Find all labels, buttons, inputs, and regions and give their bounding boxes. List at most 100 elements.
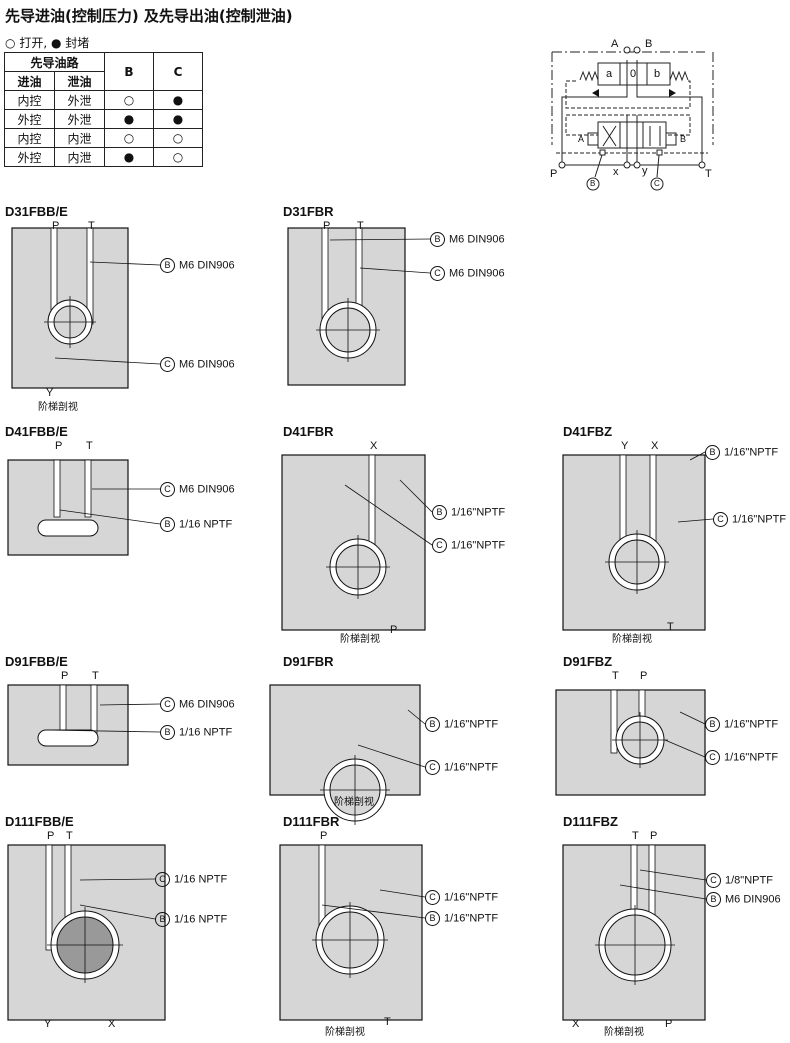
valve-section-drawing <box>7 684 161 766</box>
cell-b: ● <box>104 147 154 167</box>
cell-in: 内控 <box>4 128 55 148</box>
plug-spec: M6 DIN906 <box>179 358 235 371</box>
leader-line <box>379 889 426 898</box>
port-label: T <box>88 220 95 232</box>
cell-out: 外泄 <box>54 90 105 110</box>
section-title: D111FBZ <box>563 814 618 829</box>
leader-line <box>321 904 426 919</box>
schematic-port-b: B <box>645 38 653 50</box>
schematic-position-0: 0 <box>630 68 637 80</box>
plug-letter-circle: B <box>430 232 445 247</box>
leader-line <box>399 479 433 513</box>
section-title: D111FBR <box>283 814 340 829</box>
plug-letter-circle: C <box>713 512 728 527</box>
plug-spec: 1/16"NPTF <box>451 539 506 552</box>
plug-spec: 1/16"NPTF <box>724 718 779 731</box>
cell-out: 内泄 <box>54 128 105 148</box>
stepped-section-caption: 阶梯剖视 <box>38 402 78 413</box>
schematic-plug-c: C <box>654 179 660 188</box>
callout: C 1/16 NPTF <box>155 872 227 887</box>
port-label: T <box>66 830 73 842</box>
plug-letter-circle: B <box>425 717 440 732</box>
stepped-section-caption: 阶梯剖视 <box>325 1027 365 1038</box>
section-title: D91FBZ <box>563 654 613 669</box>
callout: B M6 DIN906 <box>430 232 505 247</box>
cell-b: ○ <box>104 90 154 110</box>
cell-c: ● <box>153 109 203 129</box>
port-label: T <box>612 670 619 682</box>
plug-spec: M6 DIN906 <box>179 698 235 711</box>
port-label: T <box>92 670 99 682</box>
schematic-coil-a: A <box>578 134 585 144</box>
callout: B 1/16"NPTF <box>425 717 498 732</box>
plug-letter-circle: B <box>706 892 721 907</box>
plug-spec: M6 DIN906 <box>449 233 505 246</box>
plug-spec: M6 DIN906 <box>179 259 235 272</box>
port-label: P <box>323 220 331 232</box>
section-title: D31FBB/E <box>5 204 68 219</box>
plug-spec: 1/16"NPTF <box>444 718 499 731</box>
table-row: 外控外泄●● <box>4 109 203 129</box>
leader-line <box>344 484 433 546</box>
plug-letter-circle: C <box>425 760 440 775</box>
plug-letter-circle: C <box>425 890 440 905</box>
plug-spec: 1/16"NPTF <box>724 446 779 459</box>
port-label: Y <box>621 440 629 452</box>
port-label: P <box>61 670 69 682</box>
section-title: D41FBB/E <box>5 424 68 439</box>
leader-line <box>99 703 161 706</box>
plug-letter-circle: B <box>160 517 175 532</box>
port-label: T <box>86 440 93 452</box>
schematic-port-p: P <box>550 168 558 180</box>
valve-section-drawing <box>7 459 161 556</box>
schematic-port-a: A <box>611 38 619 50</box>
section-title: D41FBR <box>283 424 334 439</box>
leader-line <box>619 884 707 900</box>
plug-letter-circle: B <box>160 725 175 740</box>
schematic-position-a: a <box>606 68 613 80</box>
leader-line <box>664 739 706 758</box>
cell-b: ○ <box>104 128 154 148</box>
leader-line <box>54 357 161 365</box>
port-label: T <box>384 1016 391 1028</box>
plug-letter-circle: C <box>155 872 170 887</box>
port-label: X <box>108 1018 116 1030</box>
plug-letter-circle: B <box>160 258 175 273</box>
valve-section-drawing <box>287 227 431 386</box>
schematic-port-y: y <box>642 165 648 177</box>
port-label: P <box>55 440 63 452</box>
plug-letter-circle: C <box>706 873 721 888</box>
plug-spec: 1/16 NPTF <box>174 873 228 886</box>
open-symbol: ○ <box>5 36 16 50</box>
section-title: D41FBZ <box>563 424 613 439</box>
cell-in: 外控 <box>4 109 55 129</box>
plug-spec: 1/16"NPTF <box>732 513 787 526</box>
col-in-header: 进油 <box>4 71 55 91</box>
callout: B M6 DIN906 <box>160 258 235 273</box>
cell-out: 内泄 <box>54 147 105 167</box>
page-heading: 先导进油(控制压力) 及先导出油(控制泄油) <box>5 7 293 25</box>
plug-letter-circle: B <box>425 911 440 926</box>
plug-spec: M6 DIN906 <box>725 893 781 906</box>
table-row: 内控外泄○● <box>4 90 203 110</box>
plug-spec: 1/16"NPTF <box>724 751 779 764</box>
stepped-section-caption: 阶梯剖视 <box>334 797 374 808</box>
plug-letter-circle: B <box>705 717 720 732</box>
plug-letter-circle: B <box>432 505 447 520</box>
cell-in: 内控 <box>4 90 55 110</box>
leader-line <box>357 744 426 768</box>
plug-letter-circle: C <box>160 482 175 497</box>
valve-section-drawing <box>11 227 161 389</box>
